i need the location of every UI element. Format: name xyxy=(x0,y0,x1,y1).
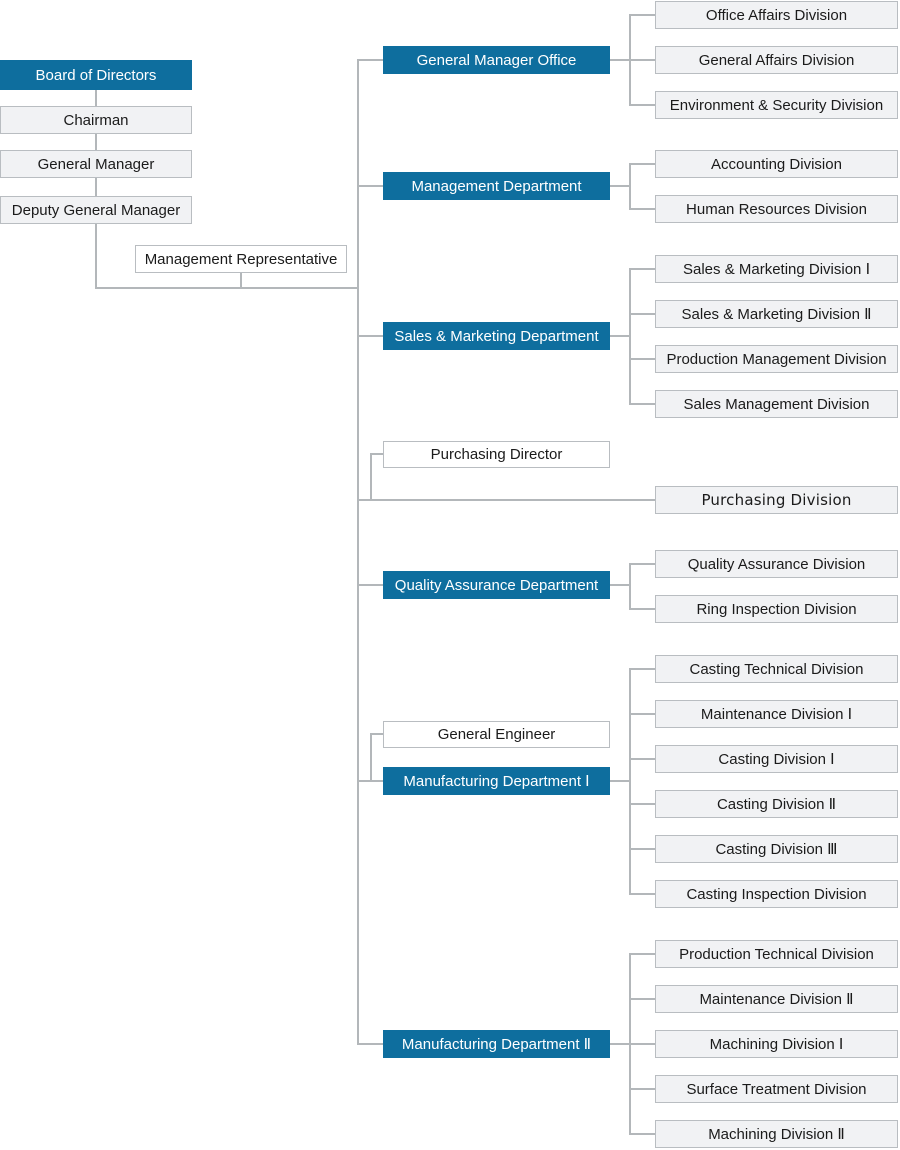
connector-line xyxy=(629,1133,655,1135)
node-machining-division-2: Machining Division Ⅱ xyxy=(655,1120,898,1148)
node-maintenance-division-2: Maintenance Division Ⅱ xyxy=(655,985,898,1013)
node-casting-division-3: Casting Division Ⅲ xyxy=(655,835,898,863)
connector-line xyxy=(370,454,372,501)
connector-line xyxy=(357,499,655,501)
connector-line xyxy=(629,713,655,715)
connector-line xyxy=(357,335,383,337)
connector-line xyxy=(629,893,655,895)
node-machining-division-1: Machining Division Ⅰ xyxy=(655,1030,898,1058)
node-general-engineer: General Engineer xyxy=(383,721,610,748)
node-general-manager-office: General Manager Office xyxy=(383,46,610,74)
connector-line xyxy=(357,584,383,586)
node-manufacturing-department-2: Manufacturing Department Ⅱ xyxy=(383,1030,610,1058)
node-casting-division-1: Casting Division Ⅰ xyxy=(655,745,898,773)
node-production-technical-division: Production Technical Division xyxy=(655,940,898,968)
connector-line xyxy=(610,1043,629,1045)
node-environment-security-division: Environment & Security Division xyxy=(655,91,898,119)
node-casting-technical-division: Casting Technical Division xyxy=(655,655,898,683)
node-sales-marketing-department: Sales & Marketing Department xyxy=(383,322,610,350)
connector-line xyxy=(629,104,655,106)
connector-line xyxy=(629,953,655,955)
connector-line xyxy=(240,273,242,288)
node-purchasing-division: Purchasing Division xyxy=(655,486,898,514)
connector-line xyxy=(610,185,629,187)
node-ring-inspection-division: Ring Inspection Division xyxy=(655,595,898,623)
node-sales-marketing-division-2: Sales & Marketing Division Ⅱ xyxy=(655,300,898,328)
connector-line xyxy=(629,403,655,405)
node-deputy-general-manager: Deputy General Manager xyxy=(0,196,192,224)
connector-line xyxy=(629,998,655,1000)
connector-line xyxy=(629,803,655,805)
connector-line xyxy=(629,668,655,670)
connector-line xyxy=(629,564,631,609)
node-chairman: Chairman xyxy=(0,106,192,134)
connector-line xyxy=(629,163,655,165)
connector-line xyxy=(629,208,655,210)
node-casting-inspection-division: Casting Inspection Division xyxy=(655,880,898,908)
connector-line xyxy=(370,453,383,455)
connector-line xyxy=(629,268,655,270)
node-purchasing-director: Purchasing Director xyxy=(383,441,610,468)
connector-line xyxy=(629,608,655,610)
connector-line xyxy=(610,59,629,61)
connector-line xyxy=(610,780,629,782)
connector-line xyxy=(95,287,359,289)
connector-line xyxy=(370,734,372,782)
node-production-management-division: Production Management Division xyxy=(655,345,898,373)
node-human-resources-division: Human Resources Division xyxy=(655,195,898,223)
connector-line xyxy=(629,563,655,565)
node-sales-management-division: Sales Management Division xyxy=(655,390,898,418)
node-management-representative: Management Representative xyxy=(135,245,347,273)
node-surface-treatment-division: Surface Treatment Division xyxy=(655,1075,898,1103)
connector-line xyxy=(95,90,97,289)
node-sales-marketing-division-1: Sales & Marketing Division Ⅰ xyxy=(655,255,898,283)
node-management-department: Management Department xyxy=(383,172,610,200)
connector-line xyxy=(629,59,655,61)
connector-line xyxy=(629,848,655,850)
node-manufacturing-department-1: Manufacturing Department Ⅰ xyxy=(383,767,610,795)
node-casting-division-2: Casting Division Ⅱ xyxy=(655,790,898,818)
connector-line xyxy=(629,1043,655,1045)
connector-line xyxy=(629,358,655,360)
connector-line xyxy=(629,269,631,404)
connector-line xyxy=(357,1043,383,1045)
node-maintenance-division-1: Maintenance Division Ⅰ xyxy=(655,700,898,728)
node-quality-assurance-division: Quality Assurance Division xyxy=(655,550,898,578)
connector-line xyxy=(357,59,359,1045)
node-general-affairs-division: General Affairs Division xyxy=(655,46,898,74)
connector-line xyxy=(610,335,629,337)
node-office-affairs-division: Office Affairs Division xyxy=(655,1,898,29)
connector-line xyxy=(629,164,631,209)
connector-line xyxy=(357,185,383,187)
connector-line xyxy=(610,584,629,586)
connector-line xyxy=(629,669,631,894)
connector-line xyxy=(629,758,655,760)
node-general-manager: General Manager xyxy=(0,150,192,178)
connector-line xyxy=(357,59,383,61)
node-accounting-division: Accounting Division xyxy=(655,150,898,178)
connector-line xyxy=(370,733,383,735)
connector-line xyxy=(629,14,655,16)
connector-line xyxy=(629,1088,655,1090)
node-quality-assurance-department: Quality Assurance Department xyxy=(383,571,610,599)
connector-line xyxy=(629,313,655,315)
node-board-of-directors: Board of Directors xyxy=(0,60,192,90)
